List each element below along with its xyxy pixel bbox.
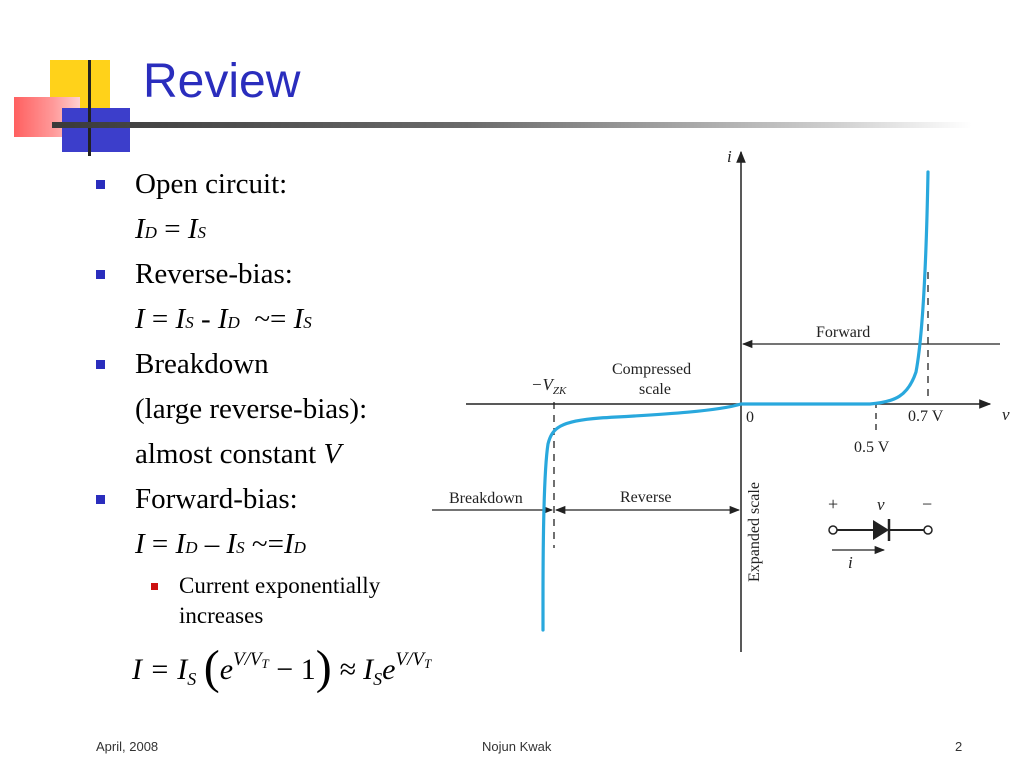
- reverse-bias-equation: I = IS - ID ~= IS: [135, 303, 312, 335]
- x-axis-label: v: [1002, 405, 1010, 424]
- footer-page-number: 2: [955, 739, 963, 754]
- diode-v-label: v: [877, 495, 885, 514]
- tick-label-07v: 0.7 V: [908, 408, 944, 425]
- bullet-square-icon: [96, 180, 105, 189]
- bullet-list: Open circuit: ID = IS Reverse-bias: I = …: [96, 162, 446, 631]
- diode-symbol: + v − i: [828, 494, 933, 572]
- diode-terminal-cathode: [923, 525, 933, 535]
- diode-plus: +: [828, 494, 838, 514]
- diode-minus: −: [922, 494, 932, 514]
- decor-vertical-line: [88, 60, 91, 156]
- bullet-breakdown: Breakdown: [96, 342, 446, 387]
- bullet-square-icon: [96, 270, 105, 279]
- footer-author: Nojun Kwak: [482, 739, 552, 754]
- decor-blue-square: [62, 108, 130, 152]
- reverse-label: Reverse: [620, 489, 672, 506]
- forward-label: Forward: [816, 324, 870, 341]
- bullet-square-icon: [96, 360, 105, 369]
- open-circuit-equation: ID = IS: [135, 213, 206, 245]
- title-divider: [52, 122, 972, 128]
- tick-label-05v: 0.5 V: [854, 439, 890, 456]
- footer-date: April, 2008: [96, 739, 159, 754]
- iv-curve: [541, 170, 930, 632]
- bullet-open-circuit: Open circuit:: [96, 162, 446, 207]
- bullet-forward-bias: Forward-bias:: [96, 477, 446, 522]
- breakdown-label: Breakdown: [449, 490, 523, 507]
- expanded-scale-label: Expanded scale: [746, 482, 763, 582]
- diode-triangle: [873, 520, 889, 540]
- diode-i-label: i: [848, 553, 853, 572]
- slide-title: Review: [143, 55, 301, 108]
- diode-equation: I = IS (eV/VT − 1) ≈ ISeV/VT: [132, 641, 432, 694]
- vzk-label: −VZK: [531, 375, 567, 397]
- y-axis-label: i: [727, 147, 732, 166]
- sub-bullet-square-icon: [151, 583, 158, 590]
- bullet-square-icon: [96, 495, 105, 504]
- diode-terminal-anode: [828, 525, 838, 535]
- tick-label-origin: 0: [746, 409, 754, 426]
- sub-bullet-exponential: Current exponentially increases: [96, 571, 446, 631]
- breakdown-constant-v: almost constant V: [135, 438, 342, 470]
- compressed-label-line1: Compressed: [612, 361, 691, 378]
- compressed-label-line2: scale: [639, 381, 671, 398]
- breakdown-detail: (large reverse-bias):: [135, 393, 368, 425]
- bullet-reverse-bias: Reverse-bias:: [96, 252, 446, 297]
- forward-bias-equation: I = ID – IS ~=ID: [135, 528, 306, 560]
